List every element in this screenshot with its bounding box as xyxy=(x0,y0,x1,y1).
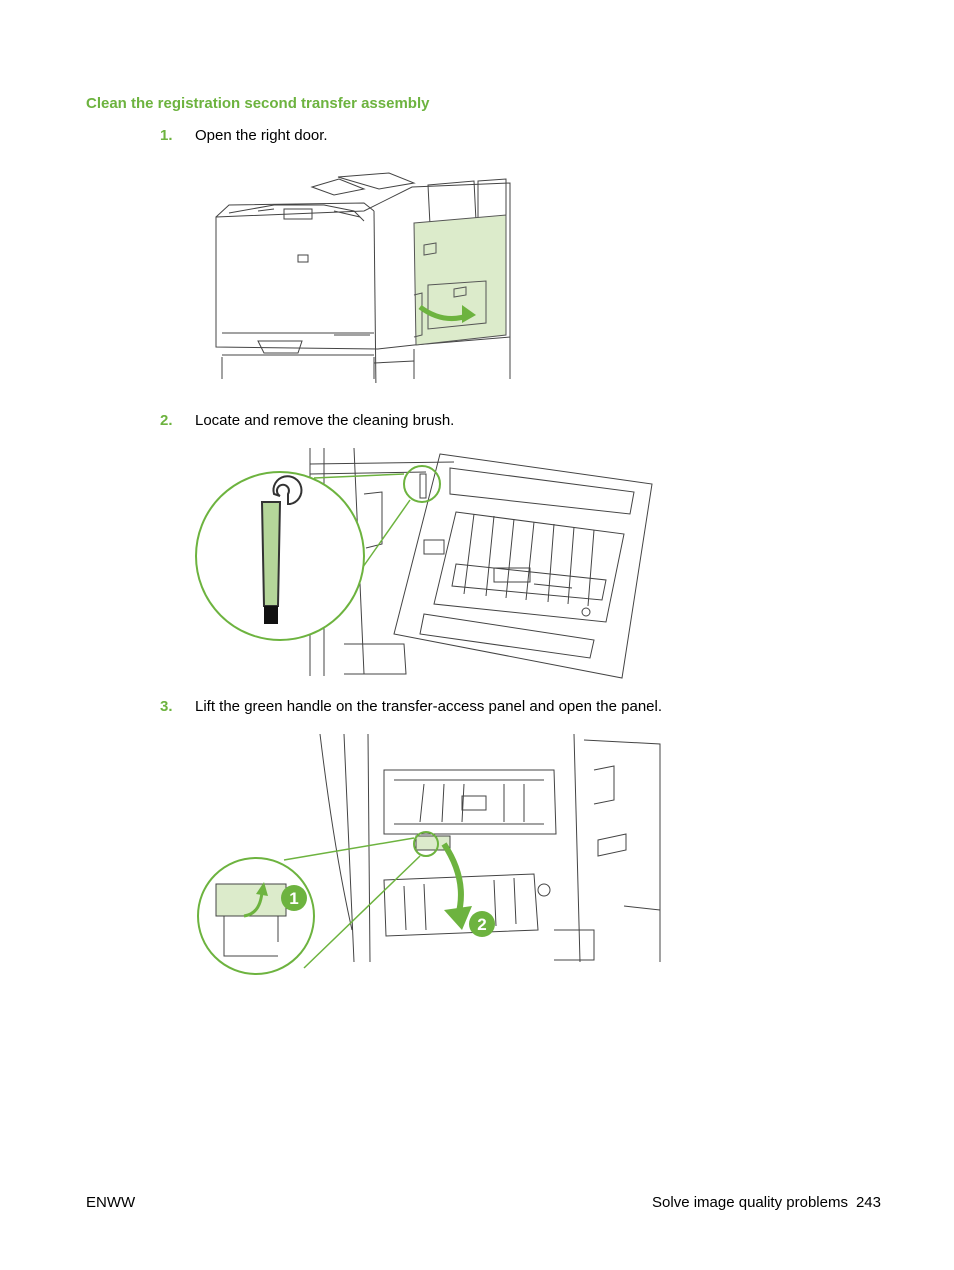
figure-transfer-access-panel: 2 1 xyxy=(197,733,661,975)
footer-section: Solve image quality problems xyxy=(652,1194,848,1211)
footer-left: ENWW xyxy=(86,1194,136,1211)
step-number: 1. xyxy=(160,127,173,144)
step-text: Open the right door. xyxy=(195,127,328,144)
figure-open-right-door xyxy=(215,172,511,383)
page-number: 243 xyxy=(855,1194,881,1211)
callout-2: 2 xyxy=(477,915,486,934)
step-number: 2. xyxy=(160,412,173,429)
footer-right: Solve image quality problems 243 xyxy=(652,1194,881,1211)
step-text: Locate and remove the cleaning brush. xyxy=(195,412,455,429)
callout-1: 1 xyxy=(289,889,298,908)
step-number: 3. xyxy=(160,698,173,715)
figure-cleaning-brush xyxy=(195,447,653,679)
step-text: Lift the green handle on the transfer-ac… xyxy=(195,698,662,715)
section-heading: Clean the registration second transfer a… xyxy=(86,95,430,112)
